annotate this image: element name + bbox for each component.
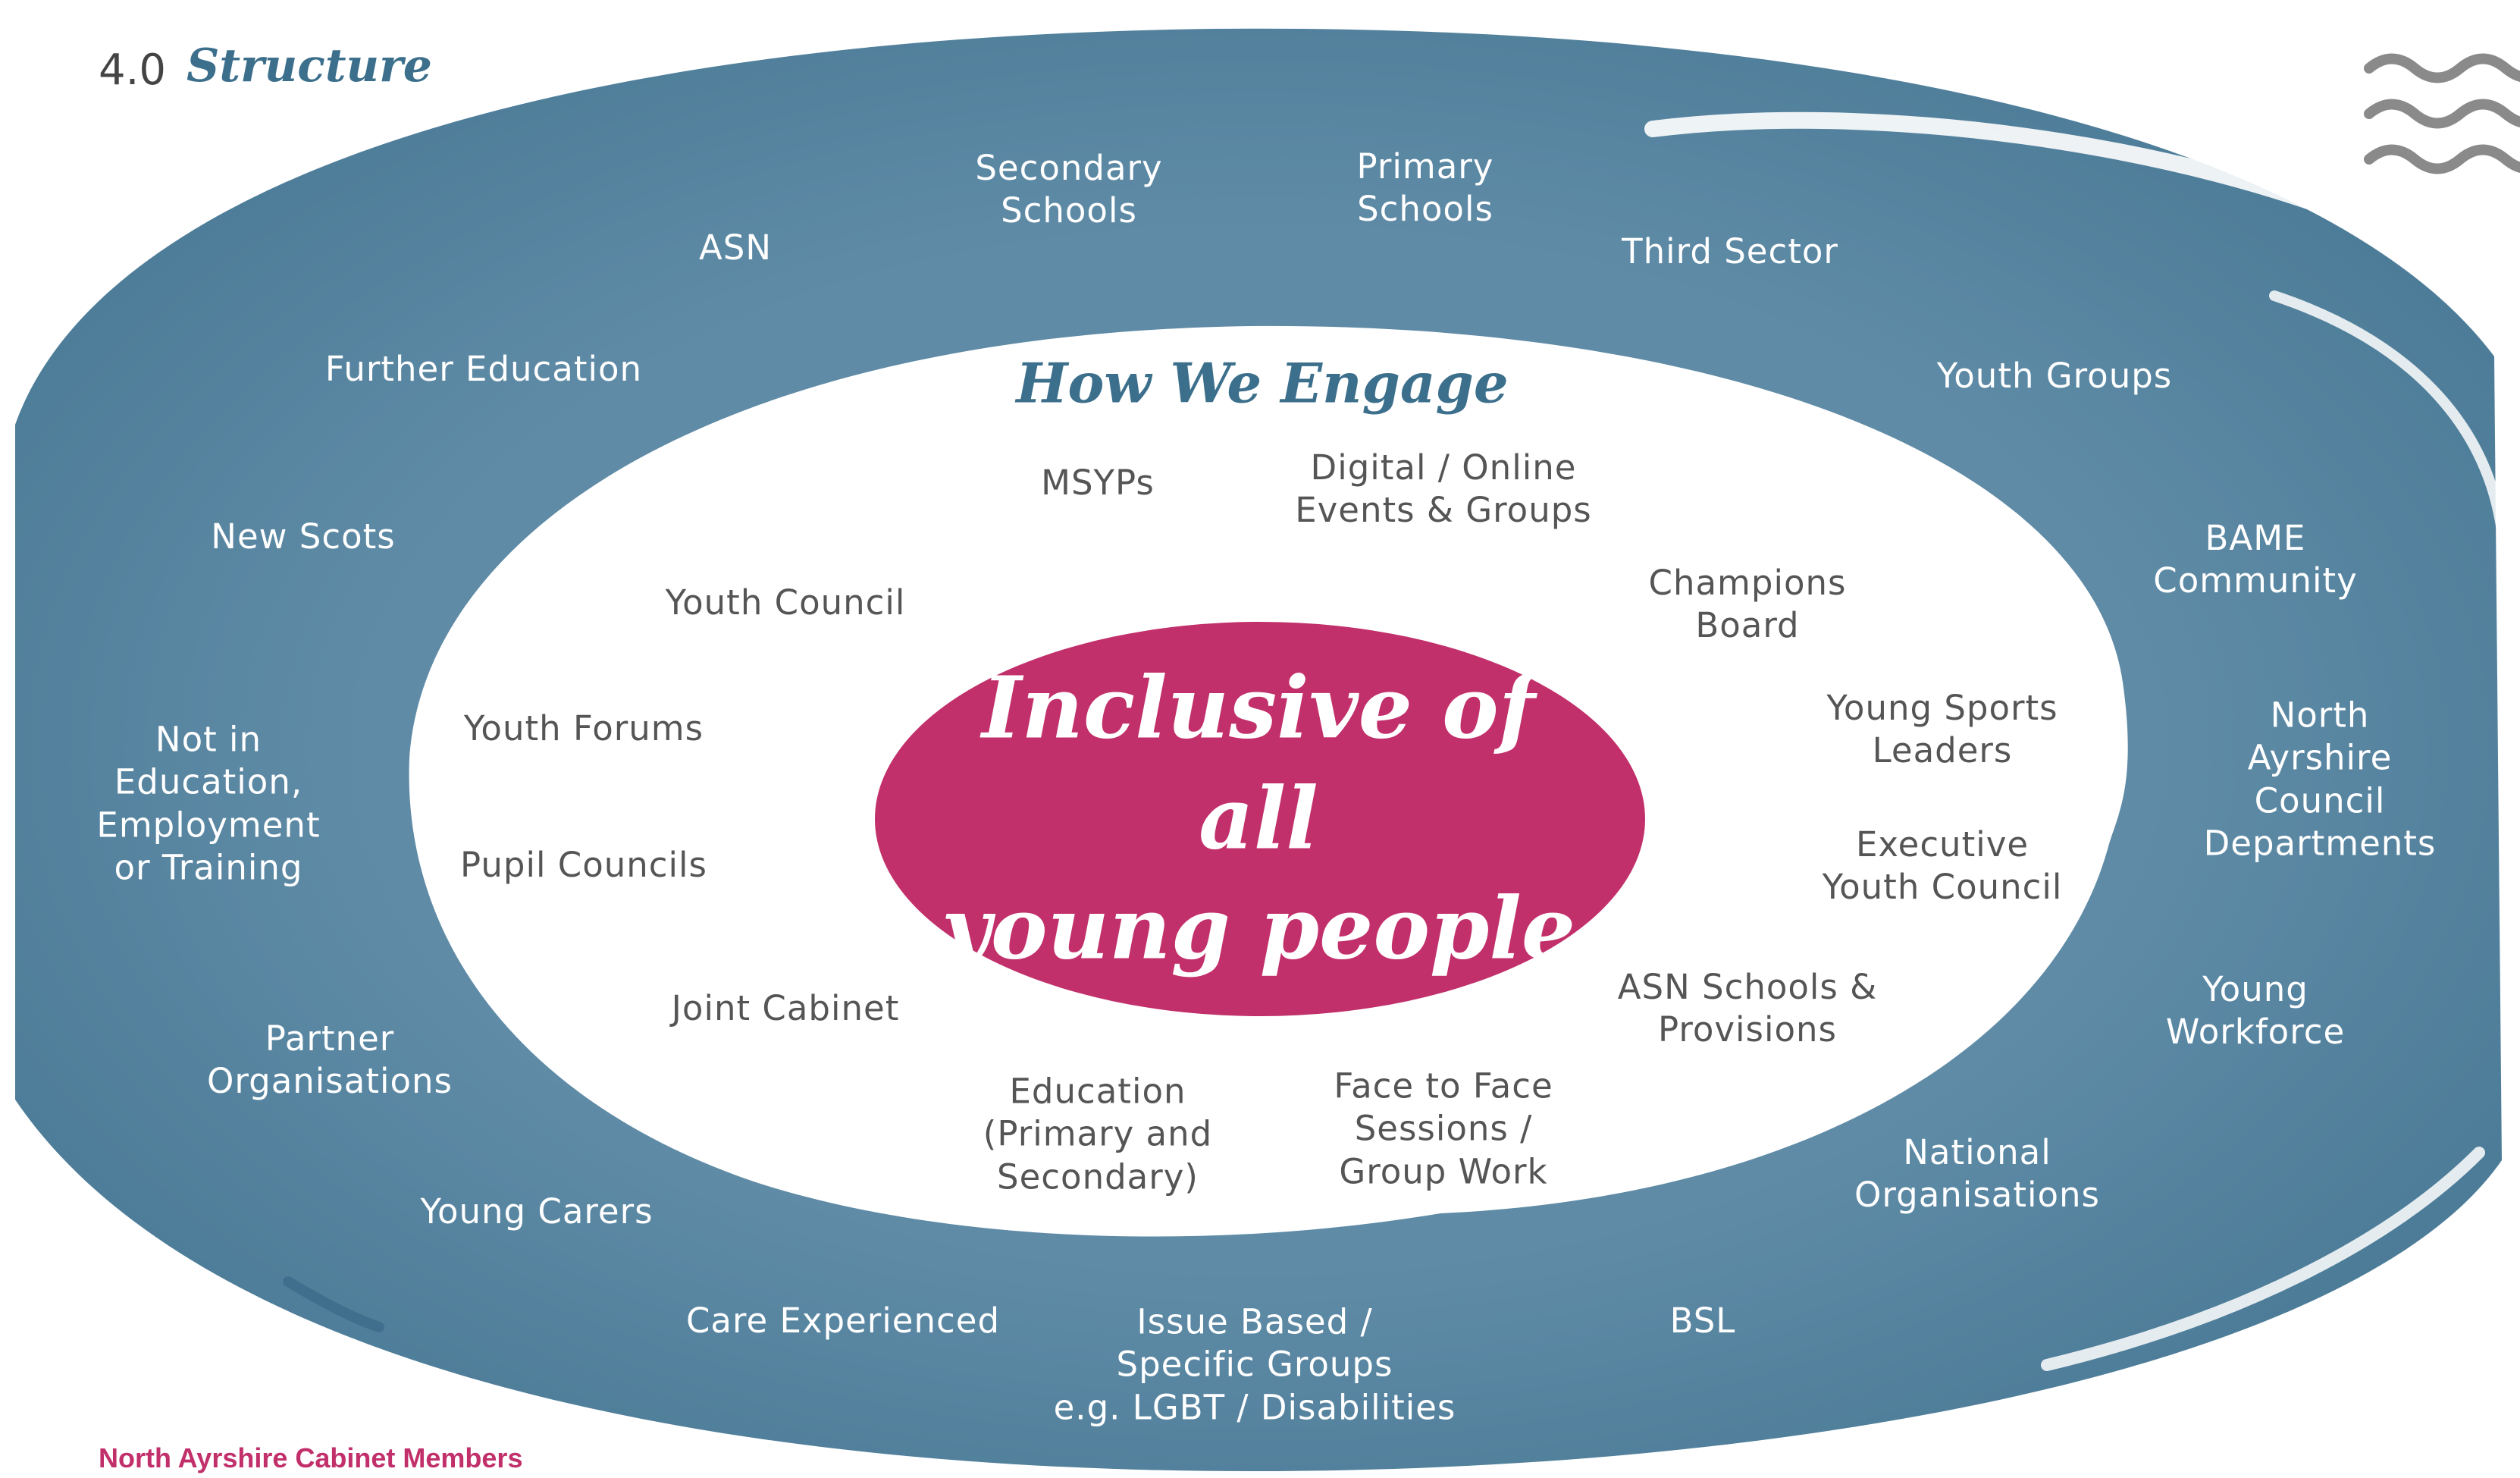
outer-label-third-sector: Third Sector [1622,231,1838,271]
brush-streak [2269,290,2507,536]
brush-streak [1644,111,2434,259]
section-title: Structure [186,39,432,93]
inner-label-education: Education (Primary and Secondary) [983,1071,1213,1197]
inner-label-executive-youth-council: Executive Youth Council [1822,824,2063,907]
outer-label-national-organisations: National Organisations [1854,1131,2100,1215]
center-text: Inclusive of all young people [941,658,1576,979]
inner-label-champions-board: Champions Board [1648,562,1847,645]
brush-streak [2041,1147,2485,1371]
wavy-lines-icon [2364,53,2520,174]
outer-label-asn: ASN [698,227,773,268]
outer-label-young-carers: Young Carers [420,1191,654,1232]
inner-label-digital-online: Digital / Online Events & Groups [1295,447,1592,530]
center-blob [875,622,1645,1016]
footer-caption: North Ayrshire Cabinet Members [99,1442,523,1473]
outer-label-young-workforce: Young Workforce [2165,968,2346,1052]
outer-label-secondary-schools: Secondary Schools [975,147,1163,231]
outer-label-care-experienced: Care Experienced [685,1300,1001,1341]
inner-label-youth-forums: Youth Forums [463,708,704,748]
inner-label-asn-schools-provisions: ASN Schools & Provisions [1617,966,1878,1050]
outer-label-partner-organisations: Partner Organisations [207,1018,453,1101]
outer-label-neet: Not in Education, Employment or Training [96,719,321,888]
section-number: 4.0 [99,46,167,95]
brush-streak [171,49,762,133]
inner-label-msyps: MSYPs [1041,462,1155,503]
outer-label-bame-community: BAME Community [2153,517,2358,601]
inner-label-face-to-face: Face to Face Sessions / Group Work [1334,1065,1553,1192]
outer-label-north-ayrshire-council-departments: North Ayrshire Council Departments [2203,695,2437,864]
inner-label-youth-council: Youth Council [665,582,906,623]
brush-streak [283,1276,384,1332]
outer-label-youth-groups: Youth Groups [1936,355,2173,396]
inner-label-young-sports-leaders: Young Sports Leaders [1826,687,2058,770]
inner-label-joint-cabinet: Joint Cabinet [671,987,900,1028]
inner-label-pupil-councils: Pupil Councils [460,844,707,885]
outer-label-primary-schools: Primary Schools [1356,146,1494,229]
outer-label-bsl: BSL [1669,1300,1736,1341]
outer-label-new-scots: New Scots [211,516,396,557]
outer-label-further-education: Further Education [324,348,643,389]
inner-title: How We Engage [1016,350,1509,416]
outer-label-issue-based-groups: Issue Based / Specific Groups e.g. LGBT … [1053,1301,1456,1428]
